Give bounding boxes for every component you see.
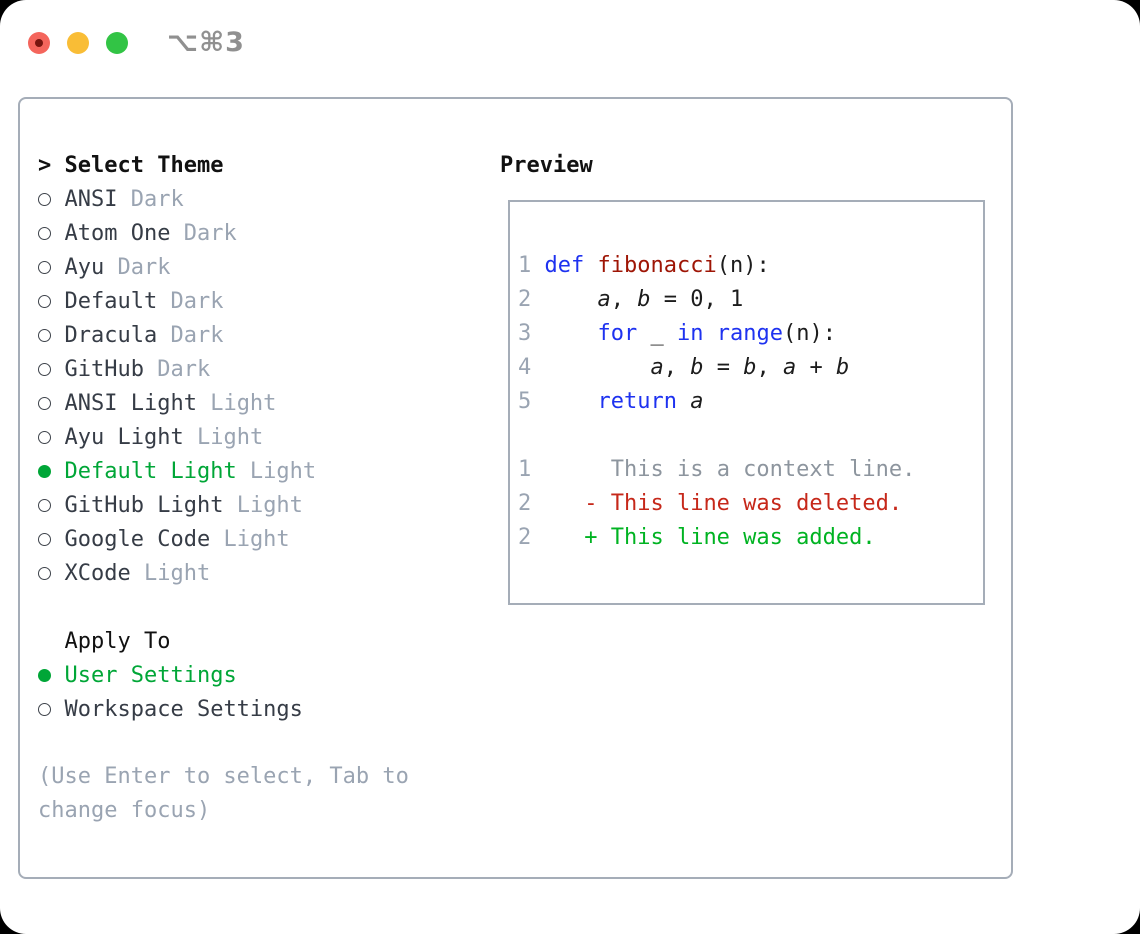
- radio-unselected-icon: [38, 226, 65, 240]
- theme-name: Default Light: [64, 458, 237, 484]
- apply-to-header: Apply To: [38, 624, 409, 658]
- theme-variant: Light: [183, 424, 264, 450]
- theme-name: Ayu Light: [64, 424, 184, 450]
- radio-unselected-icon: [38, 702, 65, 716]
- theme-variant: Light: [196, 390, 277, 416]
- select-theme-title: Select Theme: [64, 152, 224, 178]
- theme-variant: Dark: [104, 254, 171, 280]
- theme-name: XCode: [64, 560, 131, 586]
- spacer: [38, 726, 409, 760]
- theme-option[interactable]: Default Light Light: [38, 454, 409, 488]
- radio-unselected-icon: [38, 498, 65, 512]
- preview-title: Preview: [500, 152, 593, 178]
- preview-box: 1 def fibonacci(n): 2 a, b = 0, 1 3 for _ …: [508, 200, 985, 605]
- theme-variant: Light: [236, 458, 317, 484]
- theme-variant: Dark: [170, 220, 237, 246]
- theme-name: Ayu: [64, 254, 105, 280]
- radio-unselected-icon: [38, 328, 65, 342]
- theme-name: GitHub: [64, 356, 144, 382]
- code-line: 1 def fibonacci(n):: [518, 253, 770, 278]
- radio-unselected-icon: [38, 396, 65, 410]
- radio-unselected-icon: [38, 192, 65, 206]
- prompt-caret-icon: >: [38, 152, 52, 178]
- apply-to-option[interactable]: Workspace Settings: [38, 692, 409, 726]
- apply-to-title: Apply To: [64, 628, 171, 654]
- code-line: 2 a, b = 0, 1: [518, 287, 744, 312]
- theme-option[interactable]: Dracula Dark: [38, 318, 409, 352]
- code-line: 5 return a: [518, 389, 704, 414]
- radio-unselected-icon: [38, 294, 65, 308]
- window-title: ⌥⌘3: [167, 27, 245, 58]
- radio-unselected-icon: [38, 362, 65, 376]
- close-button[interactable]: [28, 31, 50, 54]
- theme-option[interactable]: XCode Light: [38, 556, 409, 590]
- theme-name: Dracula: [64, 322, 158, 348]
- theme-option[interactable]: Atom One Dark: [38, 216, 409, 250]
- preview-header: Preview: [500, 148, 593, 182]
- close-record-dot-icon: [35, 38, 43, 47]
- theme-name: Atom One: [64, 220, 171, 246]
- help-text-line-1: (Use Enter to select, Tab to: [38, 764, 409, 789]
- code-line: 2 + This line was added.: [518, 525, 876, 550]
- theme-option[interactable]: Ayu Light Light: [38, 420, 409, 454]
- code-line: 3 for _ in range(n):: [518, 321, 836, 346]
- apply-to-label: User Settings: [64, 662, 237, 688]
- code-line: 1 This is a context line.: [518, 457, 916, 482]
- radio-unselected-icon: [38, 566, 65, 580]
- theme-variant: Dark: [143, 356, 211, 382]
- theme-variant: Dark: [117, 186, 184, 212]
- radio-selected-icon: [38, 668, 65, 682]
- theme-variant: Dark: [157, 288, 224, 314]
- theme-name: Google Code: [64, 526, 211, 552]
- theme-variant: Light: [223, 492, 303, 518]
- theme-option[interactable]: GitHub Dark: [38, 352, 409, 386]
- theme-name: Default: [64, 288, 158, 314]
- code-preview: 1 def fibonacci(n): 2 a, b = 0, 1 3 for _ …: [518, 249, 983, 555]
- theme-option[interactable]: Ayu Dark: [38, 250, 409, 284]
- theme-option[interactable]: Google Code Light: [38, 522, 409, 556]
- theme-name: GitHub Light: [64, 492, 224, 518]
- theme-name: ANSI Light: [64, 390, 197, 416]
- code-line: 4 a, b = b, a + b: [518, 355, 850, 380]
- select-theme-header: > Select Theme: [38, 148, 409, 182]
- spacer: [38, 590, 409, 624]
- help-text-line-2: change focus): [38, 798, 211, 823]
- theme-variant: Light: [210, 526, 290, 552]
- apply-to-option[interactable]: User Settings: [38, 658, 409, 692]
- theme-option[interactable]: Default Dark: [38, 284, 409, 318]
- code-line: [518, 419, 983, 453]
- code-line: 2 - This line was deleted.: [518, 491, 903, 516]
- apply-to-label: Workspace Settings: [64, 696, 303, 722]
- minimize-button[interactable]: [67, 31, 89, 54]
- theme-option[interactable]: GitHub Light Light: [38, 488, 409, 522]
- radio-selected-icon: [38, 464, 65, 478]
- radio-unselected-icon: [38, 532, 65, 546]
- radio-unselected-icon: [38, 260, 65, 274]
- theme-variant: Dark: [157, 322, 224, 348]
- theme-option[interactable]: ANSI Dark: [38, 182, 409, 216]
- radio-unselected-icon: [38, 430, 65, 444]
- titlebar: ⌥⌘3: [28, 27, 245, 58]
- theme-name: ANSI: [64, 186, 118, 212]
- theme-option[interactable]: ANSI Light Light: [38, 386, 409, 420]
- zoom-button[interactable]: [106, 31, 128, 54]
- preview-column: Preview: [500, 148, 593, 182]
- theme-variant: Light: [130, 560, 211, 586]
